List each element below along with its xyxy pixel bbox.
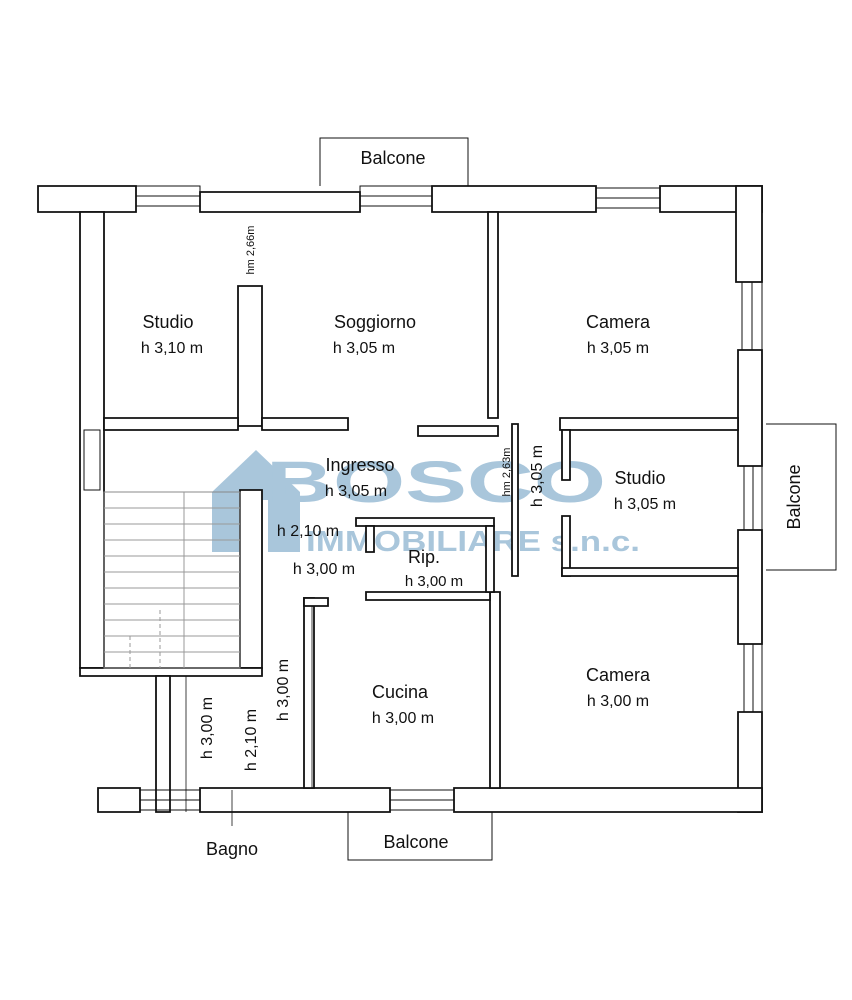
balcony-top-label: Balcone <box>360 148 425 168</box>
annotation-hm-soggiorno: hm 2,66m <box>245 226 257 275</box>
balcony-bottom-label: Balcone <box>383 832 448 852</box>
wall-bagno-east <box>303 597 315 789</box>
guide-lines <box>185 606 313 826</box>
room-name-cucina: Cucina <box>372 682 429 702</box>
watermark: BOSCO IMMOBILIARE s.n.c. <box>212 450 640 558</box>
wall-studio-south <box>103 417 239 431</box>
height-annotations: hm 2,66m hm 2,63m h 3,05 m h 2,10 m h 3,… <box>199 226 546 772</box>
annotation-h300-disimpegno: h 3,00 m <box>275 659 292 721</box>
balconies <box>319 137 837 861</box>
room-height-studio-right: h 3,05 m <box>614 496 676 513</box>
wall-soggiorno-south-left <box>261 417 349 431</box>
windows <box>83 185 763 811</box>
annotation-h210-ingresso: h 2,10 m <box>277 523 339 540</box>
wall-cucina-north <box>303 597 329 607</box>
wall-south-cucina <box>199 787 391 813</box>
room-labels: Studio h 3,10 m Soggiorno h 3,05 m Camer… <box>141 312 676 859</box>
wall-stair-east <box>239 489 263 669</box>
room-height-studio-left: h 3,10 m <box>141 340 203 357</box>
room-name-studio-left: Studio <box>142 312 193 332</box>
staircase <box>103 491 241 669</box>
wall-spine-top <box>487 211 499 419</box>
balcony-top-outline <box>319 137 469 186</box>
wall-south-right <box>453 787 763 813</box>
room-name-camera-bottom: Camera <box>586 665 651 685</box>
wall-north-left <box>37 185 137 213</box>
wall-studio-right-south <box>561 567 739 577</box>
wall-spine-corridor <box>511 423 519 577</box>
annotation-corridor-height: h 3,05 m <box>529 445 546 507</box>
wall-studio-right-west2 <box>561 515 571 577</box>
room-name-soggiorno: Soggiorno <box>334 312 416 332</box>
balcony-right-outline <box>766 423 837 571</box>
wall-soggiorno-south-right <box>417 425 499 437</box>
wall-rip-east <box>485 525 495 593</box>
room-height-rip: h 3,00 m <box>405 573 463 590</box>
room-height-cucina: h 3,00 m <box>372 710 434 727</box>
watermark-line2: IMMOBILIARE s.n.c. <box>306 526 640 558</box>
room-name-rip: Rip. <box>408 547 440 567</box>
wall-north-studio <box>199 191 361 213</box>
balcony-labels: Balcone Balcone Balcone <box>360 148 804 852</box>
wall-spine-bottom <box>489 591 501 789</box>
annotation-hm-corridor: hm 2,63m <box>501 448 513 497</box>
wall-studio-right-west <box>561 429 571 481</box>
window-stair <box>83 429 101 491</box>
annotation-bagno-h210: h 2,10 m <box>243 709 260 771</box>
wall-studio-soggiorno <box>237 285 263 427</box>
room-name-camera-top: Camera <box>586 312 651 332</box>
wall-rip-south <box>365 591 491 601</box>
balcony-right-label: Balcone <box>784 464 804 529</box>
wall-east-mid <box>737 349 763 467</box>
wall-rip-north <box>355 517 495 527</box>
room-name-studio-right: Studio <box>614 468 665 488</box>
wall-stair-south <box>79 667 263 677</box>
room-height-camera-top: h 3,05 m <box>587 340 649 357</box>
wall-south-left <box>97 787 141 813</box>
wall-east-top <box>735 185 763 283</box>
room-height-ingresso: h 3,05 m <box>325 483 387 500</box>
stair-outline <box>103 491 241 669</box>
room-height-soggiorno: h 3,05 m <box>333 340 395 357</box>
room-name-bagno: Bagno <box>206 839 258 859</box>
wall-bagno-west <box>155 675 171 813</box>
wall-rip-west <box>365 525 375 553</box>
balcony-bottom-outline <box>347 812 493 861</box>
annotation-h300-ingresso: h 3,00 m <box>293 561 355 578</box>
wall-east-mid2 <box>737 529 763 645</box>
room-height-camera-bottom: h 3,00 m <box>587 693 649 710</box>
watermark-line1: BOSCO <box>266 450 606 515</box>
room-name-ingresso: Ingresso <box>325 455 394 475</box>
wall-camera-top-south <box>559 417 739 431</box>
annotation-bagno-h300: h 3,00 m <box>199 697 216 759</box>
wall-north-soggiorno <box>431 185 597 213</box>
